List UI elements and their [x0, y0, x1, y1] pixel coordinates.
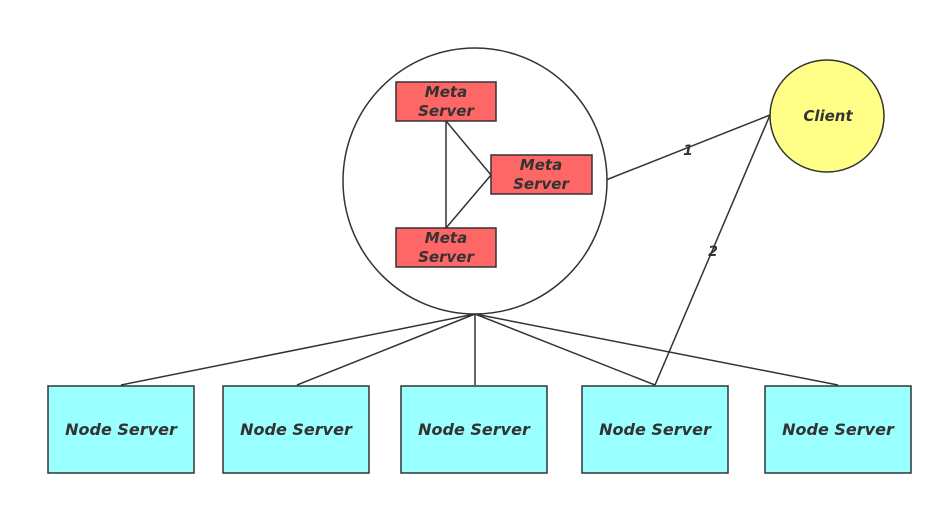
node-server-box	[400, 385, 548, 474]
edge-client-to-node-4	[654, 114, 771, 386]
meta-link-bottom-right	[445, 174, 492, 229]
client-label: Client	[803, 107, 853, 125]
meta-server-label-line1: Meta	[520, 156, 562, 174]
node-server-box	[764, 385, 912, 474]
edge-label-1: 1	[683, 143, 693, 159]
node-server-label: Node Server	[240, 420, 353, 439]
meta-server-2[interactable]: Meta Server	[490, 154, 593, 195]
edge-cluster-to-node-1	[120, 313, 476, 386]
edge-label-2: 2	[708, 244, 718, 260]
meta-internal-links	[445, 120, 492, 229]
node-server-label: Node Server	[782, 420, 895, 439]
edge-cluster-to-node-2	[296, 313, 476, 386]
node-server-box	[581, 385, 729, 474]
node-server-label: Node Server	[65, 420, 178, 439]
node-server-4[interactable]: Node Server	[581, 385, 729, 474]
edge-cluster-to-node-5	[474, 313, 839, 386]
meta-server-label-line1: Meta	[425, 229, 467, 247]
node-server-box	[222, 385, 370, 474]
edge-cluster-to-node-4	[474, 313, 656, 386]
node-server-1[interactable]: Node Server	[47, 385, 195, 474]
meta-server-label-line2: Server	[418, 102, 475, 120]
meta-server-box	[490, 154, 593, 195]
node-server-3[interactable]: Node Server	[400, 385, 548, 474]
meta-server-label-line2: Server	[513, 175, 570, 193]
meta-server-box	[395, 227, 497, 268]
meta-server-label-line1: Meta	[425, 83, 467, 101]
node-server-5[interactable]: Node Server	[764, 385, 912, 474]
node-server-label: Node Server	[599, 420, 712, 439]
client-node[interactable]: Client	[769, 59, 885, 173]
node-server-box	[47, 385, 195, 474]
meta-server-1[interactable]: Meta Server	[395, 81, 497, 122]
edge-client-to-cluster	[605, 114, 771, 181]
meta-server-label-line2: Server	[418, 248, 475, 266]
meta-link-top-right	[445, 120, 492, 176]
meta-server-3[interactable]: Meta Server	[395, 227, 497, 268]
connectors	[120, 114, 839, 386]
node-server-2[interactable]: Node Server	[222, 385, 370, 474]
meta-server-box	[395, 81, 497, 122]
node-server-label: Node Server	[418, 420, 531, 439]
client-circle	[769, 59, 885, 173]
